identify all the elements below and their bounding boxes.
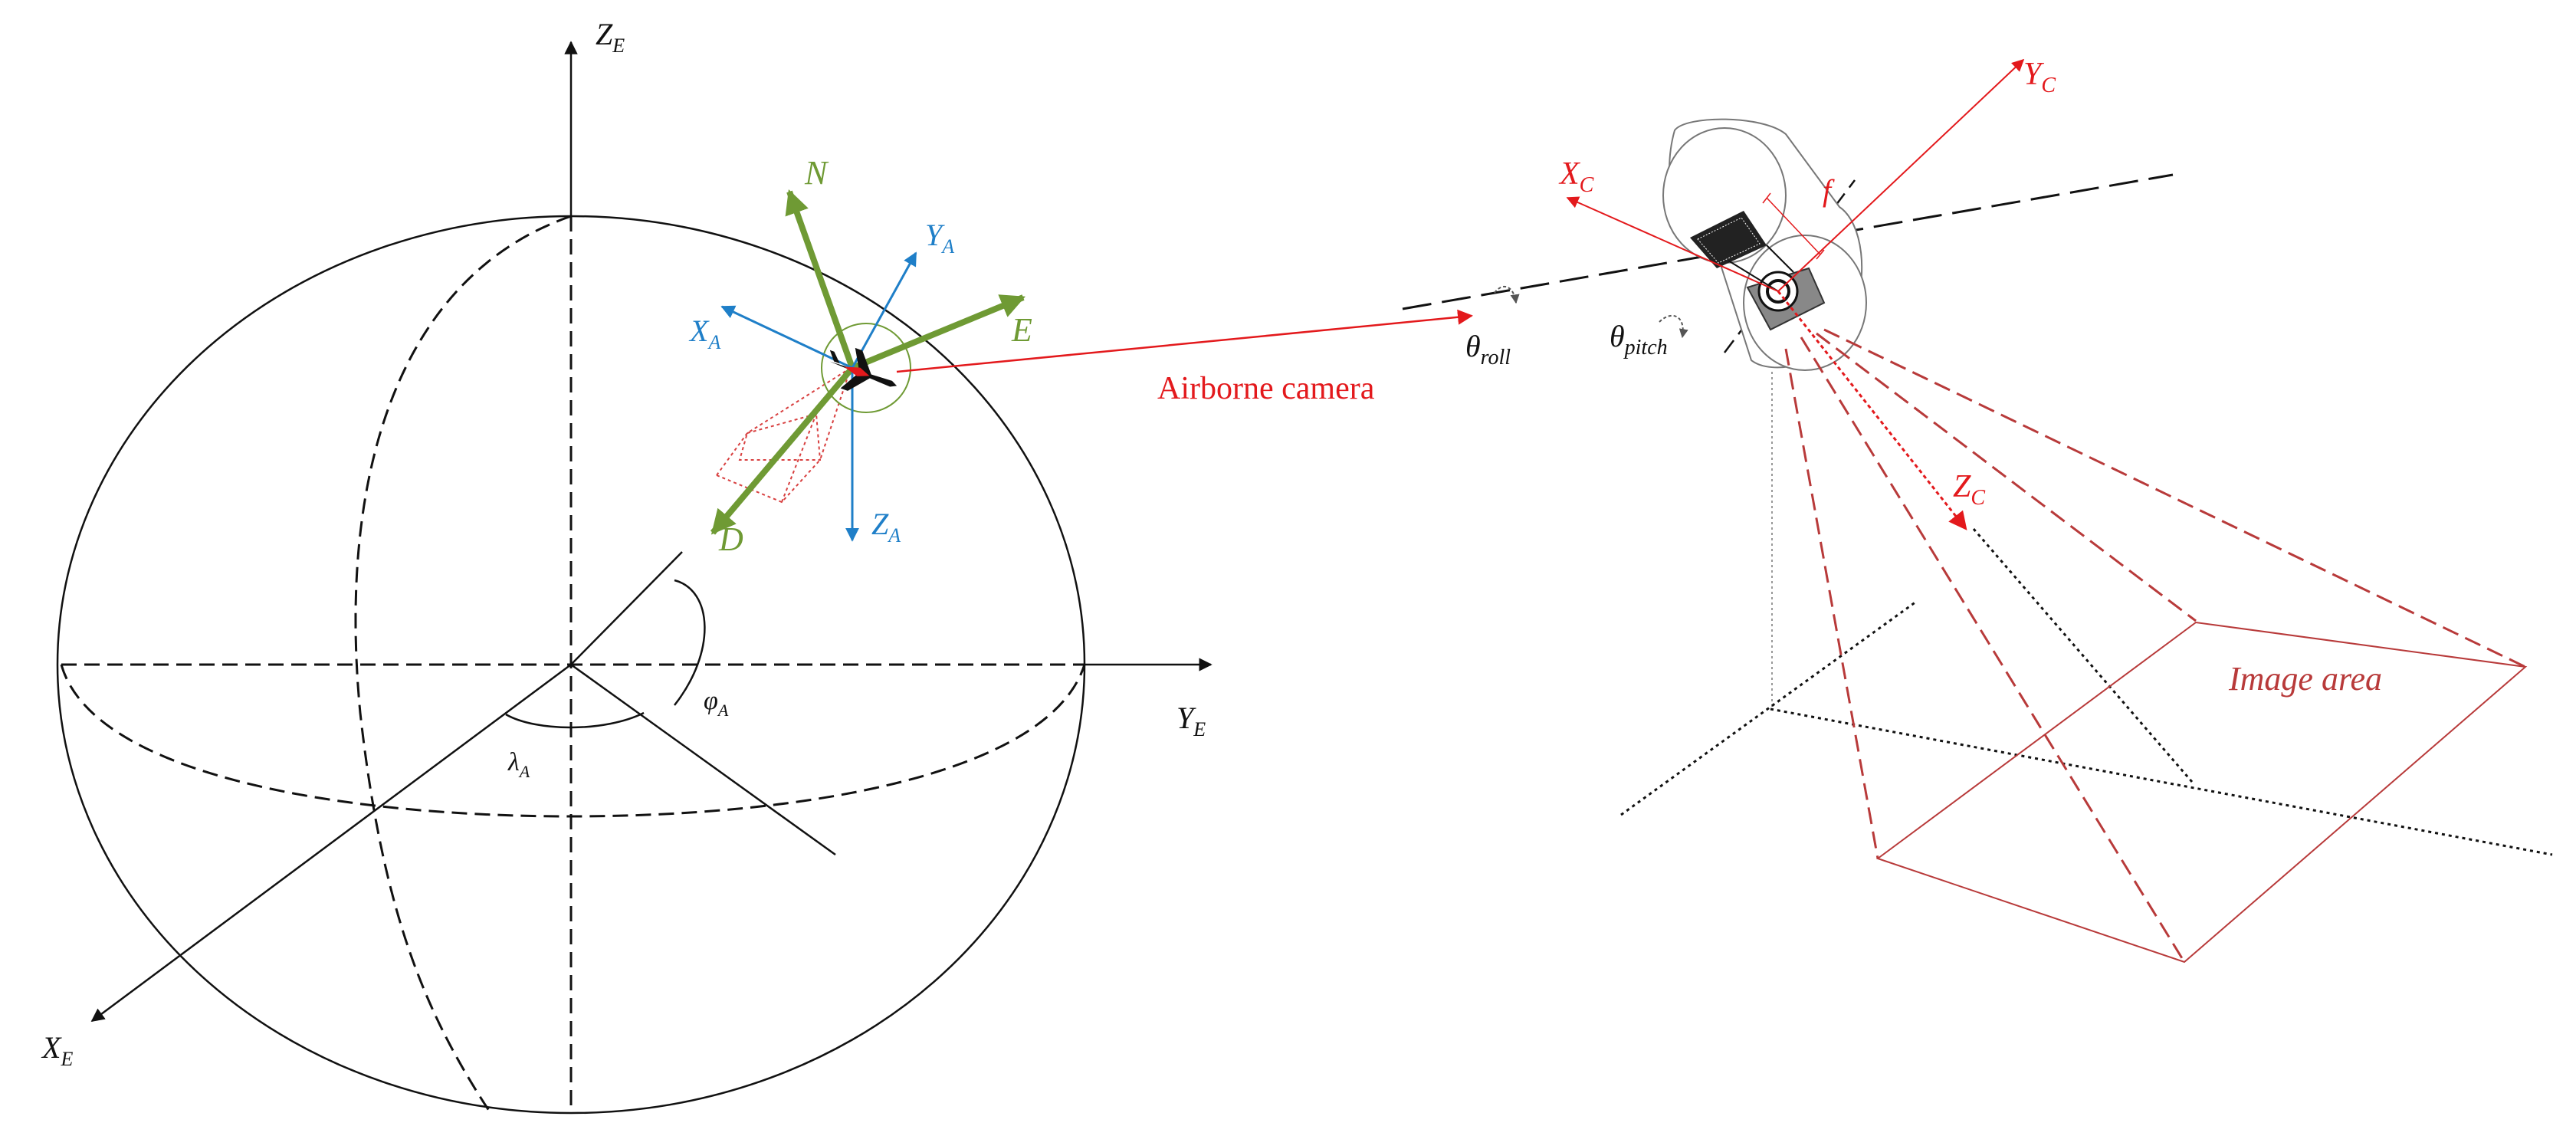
xa-axis-arrow: [720, 305, 853, 369]
x-e-label: XE: [41, 1030, 73, 1070]
aircraft-camera-frustum: [716, 367, 852, 504]
roll-axis-line: [1402, 173, 2174, 310]
d-label: D: [718, 520, 743, 558]
projection-line: [570, 663, 836, 856]
e-label: E: [1011, 311, 1032, 349]
airborne-camera-link-arrow: [896, 309, 1473, 373]
xc-label: XC: [1558, 156, 1594, 197]
n-axis-arrow: [785, 189, 855, 369]
image-area-label: Image area: [2228, 660, 2382, 698]
airplane-icon: [829, 347, 897, 391]
pitch-rotation-arc: [1659, 314, 1688, 339]
lambda-arc: [505, 711, 645, 729]
airborne-camera-label: Airborne camera: [1157, 371, 1375, 406]
ground-line-left: [1620, 600, 1917, 816]
n-label: N: [804, 154, 829, 192]
xa-label: XA: [688, 314, 720, 353]
image-area-quad: [1875, 621, 2528, 964]
ya-axis-arrow: [851, 251, 917, 369]
meridian: [354, 215, 572, 1114]
earth-group: [56, 41, 1213, 1115]
zc-axis-arrow: [1777, 291, 1967, 530]
aircraft-circle: [821, 323, 911, 413]
ground-projection-group: [1620, 328, 2553, 964]
aircraft-frame-group: [710, 189, 1025, 542]
camera-group: [1402, 58, 2174, 530]
image-frustum: [1784, 328, 2526, 963]
roll-rotation-arc: [1494, 285, 1520, 304]
aircraft-radius-line: [570, 551, 683, 665]
equator-front: [60, 664, 1086, 818]
ground-line-right: [1770, 708, 2553, 856]
optical-axis-extension: [1972, 528, 2194, 783]
yc-axis-arrow: [1777, 58, 2025, 292]
theta-roll-label: θroll: [1465, 329, 1511, 369]
earth-labels: ZE YE XE λA φA: [41, 17, 1206, 1070]
yc-label: YC: [2023, 57, 2056, 97]
x-axis: [90, 663, 572, 1023]
focal-length-marker: [1766, 197, 1821, 255]
z-e-label: ZE: [596, 17, 625, 57]
phi-arc: [674, 579, 706, 706]
lambda-a-label: λA: [507, 748, 530, 781]
e-axis-arrow: [851, 294, 1025, 371]
ya-label: YA: [925, 218, 954, 258]
aircraft-labels: N E D YA XA ZA: [688, 154, 1032, 558]
zc-label: ZC: [1953, 469, 1985, 510]
xc-axis-arrow: [1566, 196, 1779, 292]
y-e-label: YE: [1176, 701, 1206, 740]
za-label: ZA: [871, 507, 901, 547]
d-axis-arrow: [710, 366, 855, 535]
phi-a-label: φA: [704, 687, 729, 720]
theta-pitch-label: θpitch: [1610, 319, 1668, 360]
